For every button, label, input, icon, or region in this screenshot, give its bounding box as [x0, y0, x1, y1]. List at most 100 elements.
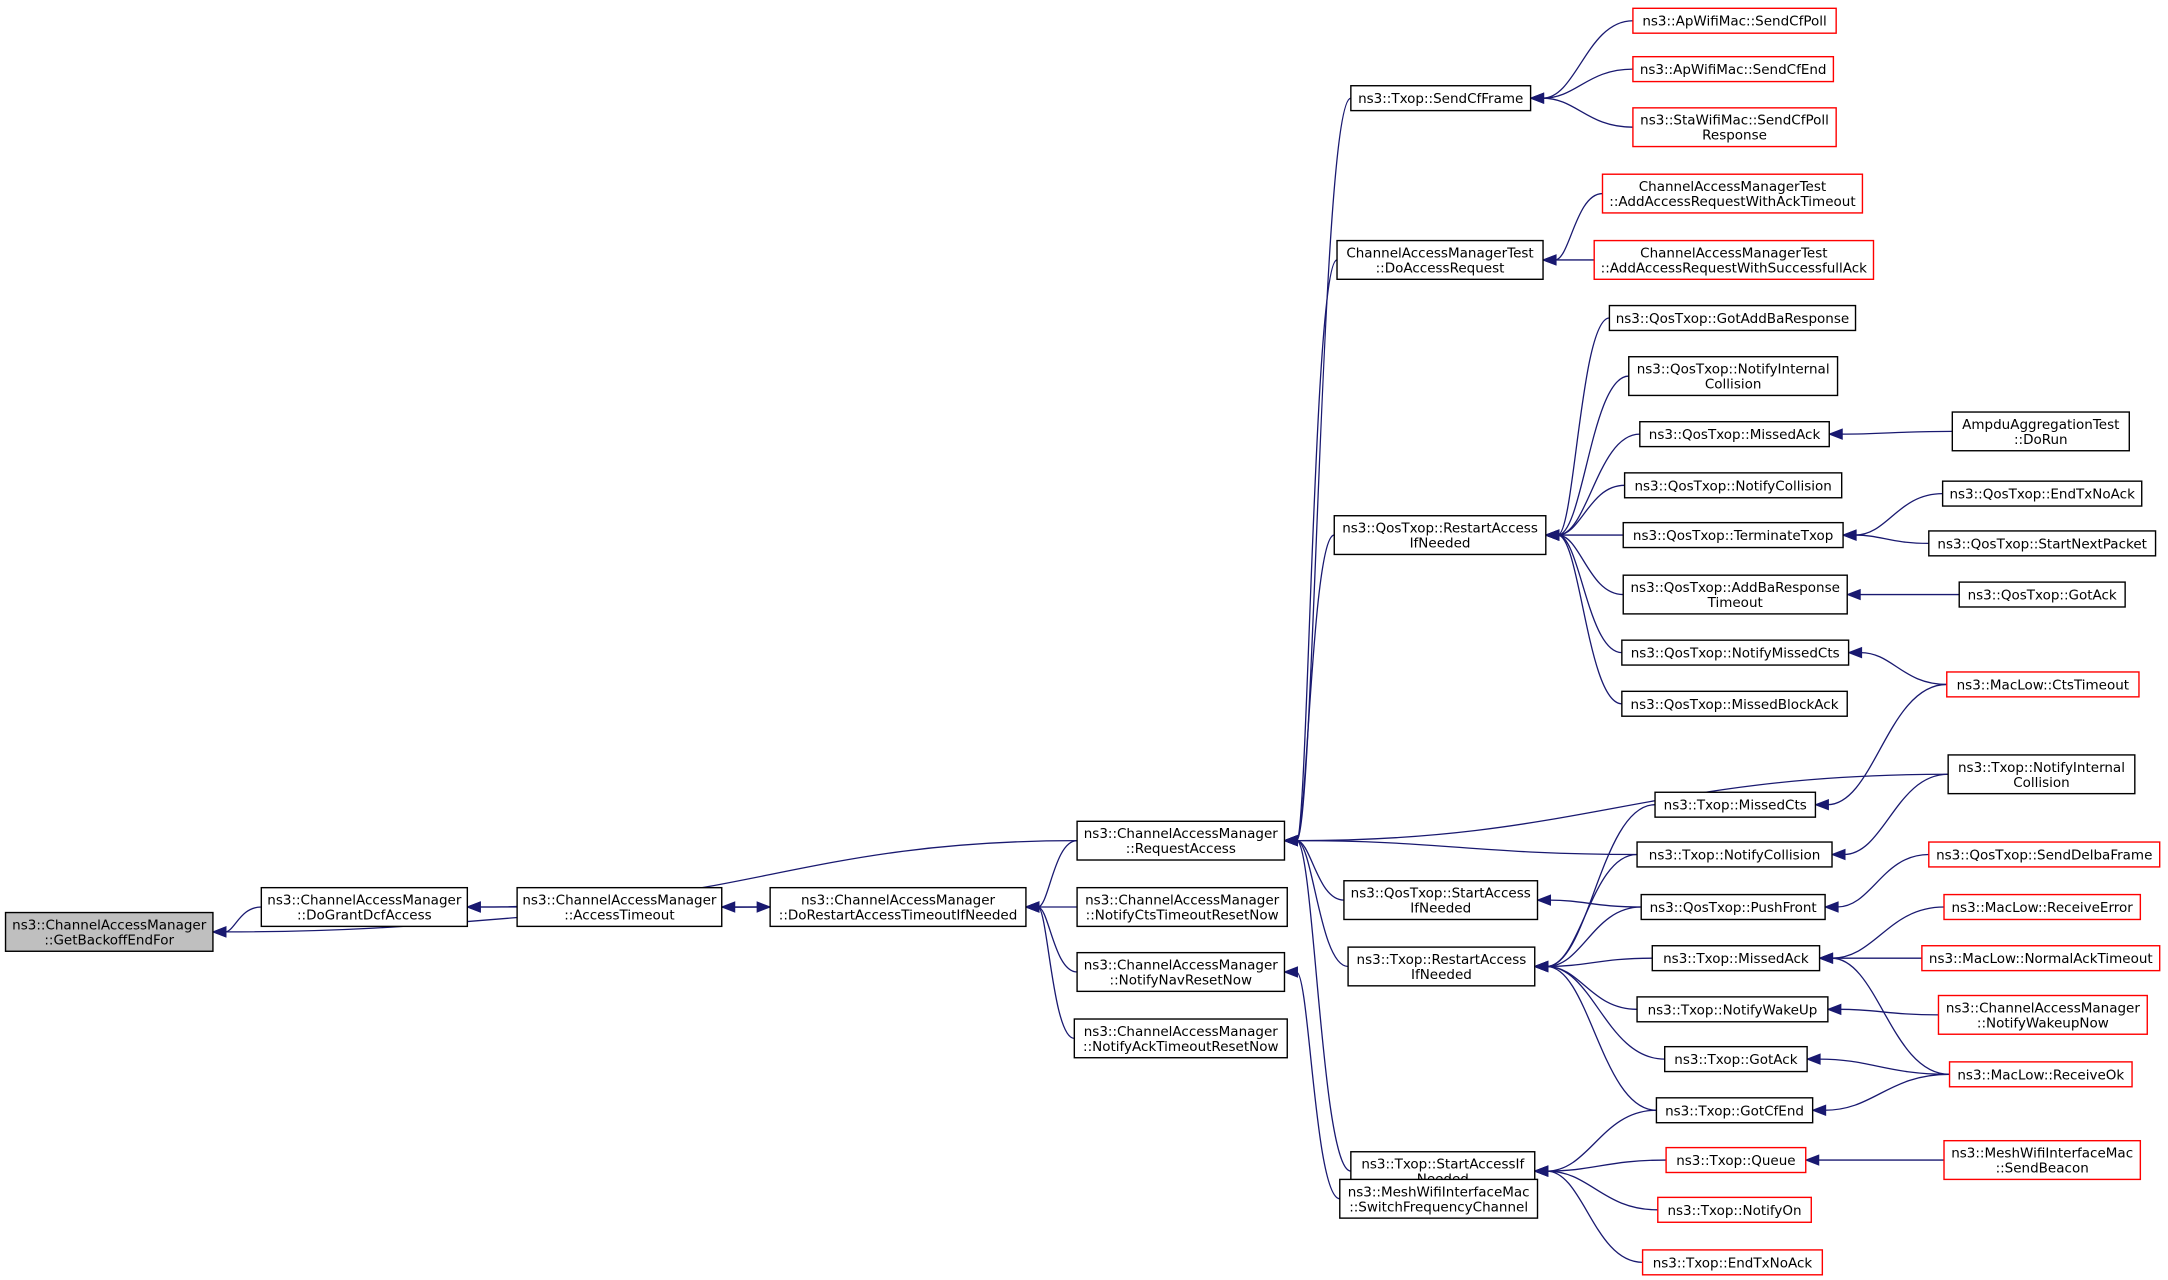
node-box[interactable] [516, 886, 723, 928]
node-notifyack[interactable]: ns3::ChannelAccessManager::NotifyAckTime… [1073, 1018, 1288, 1059]
node-box[interactable] [1947, 754, 2136, 795]
node-cam_notifywakeup[interactable]: ns3::ChannelAccessManager::NotifyWakeupN… [1937, 994, 2148, 1035]
node-txop_queue[interactable]: ns3::Txop::Queue [1665, 1146, 1807, 1174]
node-maclow_normalack[interactable]: ns3::MacLow::NormalAckTimeout [1921, 945, 2161, 972]
node-mesh_sendbeacon[interactable]: ns3::MeshWifiInterfaceMac::SendBeacon [1943, 1139, 2142, 1181]
node-ap_sendcfend[interactable]: ns3::ApWifiMac::SendCfEnd [1632, 55, 1835, 83]
node-box[interactable] [1076, 951, 1286, 993]
node-box[interactable] [1654, 791, 1817, 818]
node-box[interactable] [1621, 639, 1850, 666]
node-qos_gotaddba[interactable]: ns3::QosTxop::GotAddBaResponse [1608, 304, 1857, 332]
node-root[interactable]: ns3::ChannelAccessManager::GetBackoffEnd… [4, 911, 214, 952]
node-box[interactable] [1593, 239, 1875, 280]
node-box[interactable] [1076, 820, 1286, 861]
node-box[interactable] [769, 886, 1027, 928]
node-box[interactable] [1621, 690, 1848, 717]
node-ampdu_dorun[interactable]: AmpduAggregationTest::DoRun [1951, 411, 2130, 452]
node-box[interactable] [1640, 893, 1826, 921]
node-txop_missedack[interactable]: ns3::Txop::MissedAck [1651, 945, 1821, 972]
node-dorestart[interactable]: ns3::ChannelAccessManager::DoRestartAcce… [769, 886, 1027, 928]
node-txop_notifywakeup[interactable]: ns3::Txop::NotifyWakeUp [1636, 996, 1829, 1023]
node-qos_terminate[interactable]: ns3::QosTxop::TerminateTxop [1622, 521, 1844, 549]
node-qos_senddelba[interactable]: ns3::QosTxop::SendDelbaFrame [1928, 841, 2161, 868]
node-acctimeout[interactable]: ns3::ChannelAccessManager::AccessTimeout [516, 886, 723, 928]
edge-txop_start-txop_notifyon [1546, 1170, 1658, 1211]
node-box[interactable] [1622, 521, 1844, 549]
node-box[interactable] [1948, 1061, 2133, 1088]
node-camt_ackto[interactable]: ChannelAccessManagerTest::AddAccessReque… [1601, 173, 1864, 214]
node-mesh_switch[interactable]: ns3::MeshWifiInterfaceMac::SwitchFrequen… [1339, 1178, 1539, 1219]
node-qos_missedblockack[interactable]: ns3::QosTxop::MissedBlockAck [1621, 690, 1848, 717]
node-box[interactable] [1941, 480, 2143, 507]
node-box[interactable] [1657, 1196, 1812, 1223]
node-box[interactable] [1946, 671, 2140, 698]
node-box[interactable] [1636, 996, 1829, 1023]
node-box[interactable] [1928, 841, 2161, 868]
node-notifycts[interactable]: ns3::ChannelAccessManager::NotifyCtsTime… [1076, 886, 1288, 928]
node-qos_gotack[interactable]: ns3::QosTxop::GotAck [1958, 581, 2126, 608]
node-box[interactable] [1339, 1178, 1539, 1219]
node-txop_endtxnoack[interactable]: ns3::Txop::EndTxNoAck [1641, 1249, 1824, 1276]
node-box[interactable] [1632, 107, 1837, 148]
node-qos_notifymissedcts[interactable]: ns3::QosTxop::NotifyMissedCts [1621, 639, 1850, 666]
node-txop_missedcts[interactable]: ns3::Txop::MissedCts [1654, 791, 1817, 818]
node-box[interactable] [1632, 7, 1837, 34]
node-box[interactable] [1943, 893, 2142, 921]
node-box[interactable] [1628, 356, 1839, 397]
node-cam_doaccess[interactable]: ChannelAccessManagerTest::DoAccessReques… [1336, 239, 1544, 280]
node-box[interactable] [1350, 85, 1532, 112]
node-box[interactable] [1333, 515, 1547, 556]
node-box[interactable] [1651, 945, 1821, 972]
node-box[interactable] [1336, 239, 1544, 280]
node-box[interactable] [260, 886, 469, 928]
node-notifynav[interactable]: ns3::ChannelAccessManager::NotifyNavRese… [1076, 951, 1286, 993]
node-box[interactable] [1655, 1097, 1814, 1124]
node-box[interactable] [1623, 472, 1843, 499]
node-box[interactable] [1958, 581, 2126, 608]
node-box[interactable] [1943, 1139, 2142, 1181]
node-box[interactable] [1921, 945, 2161, 972]
node-camt_success[interactable]: ChannelAccessManagerTest::AddAccessReque… [1593, 239, 1875, 280]
node-txop_notifyon[interactable]: ns3::Txop::NotifyOn [1657, 1196, 1812, 1223]
node-box[interactable] [1636, 841, 1833, 868]
node-box[interactable] [1632, 55, 1835, 83]
node-sendcf[interactable]: ns3::Txop::SendCfFrame [1350, 85, 1532, 112]
node-box[interactable] [1347, 946, 1536, 987]
node-txop_gotcfend[interactable]: ns3::Txop::GotCfEnd [1655, 1097, 1814, 1124]
node-txop_gotack[interactable]: ns3::Txop::GotAck [1664, 1045, 1808, 1073]
node-box[interactable] [1664, 1045, 1808, 1073]
node-qos_endtxnoack[interactable]: ns3::QosTxop::EndTxNoAck [1941, 480, 2143, 507]
node-box[interactable] [4, 911, 214, 952]
node-qos_missedack[interactable]: ns3::QosTxop::MissedAck [1639, 421, 1830, 448]
node-box[interactable] [1622, 574, 1848, 615]
node-qos_pushfront[interactable]: ns3::QosTxop::PushFront [1640, 893, 1826, 921]
node-box[interactable] [1608, 304, 1857, 332]
node-maclow_ctstimeout[interactable]: ns3::MacLow::CtsTimeout [1946, 671, 2140, 698]
node-label-line: ns3::MacLow::CtsTimeout [1957, 677, 2129, 693]
node-dogrant[interactable]: ns3::ChannelAccessManager::DoGrantDcfAcc… [260, 886, 469, 928]
node-ap_sendcfpoll[interactable]: ns3::ApWifiMac::SendCfPoll [1632, 7, 1837, 34]
node-qos_notifycollision[interactable]: ns3::QosTxop::NotifyCollision [1623, 472, 1843, 499]
node-maclow_recverror[interactable]: ns3::MacLow::ReceiveError [1943, 893, 2142, 921]
node-box[interactable] [1928, 530, 2157, 557]
node-qos_startnext[interactable]: ns3::QosTxop::StartNextPacket [1928, 530, 2157, 557]
node-box[interactable] [1076, 886, 1288, 928]
node-box[interactable] [1639, 421, 1830, 448]
node-box[interactable] [1951, 411, 2130, 452]
node-box[interactable] [1343, 880, 1539, 921]
node-box[interactable] [1601, 173, 1864, 214]
node-box[interactable] [1937, 994, 2148, 1035]
node-box[interactable] [1665, 1146, 1807, 1174]
node-box[interactable] [1073, 1018, 1288, 1059]
node-txop_notifycollision[interactable]: ns3::Txop::NotifyCollision [1636, 841, 1833, 868]
node-maclow_recvok[interactable]: ns3::MacLow::ReceiveOk [1948, 1061, 2133, 1088]
node-box[interactable] [1641, 1249, 1824, 1276]
node-reqaccess[interactable]: ns3::ChannelAccessManager::RequestAccess [1076, 820, 1286, 861]
